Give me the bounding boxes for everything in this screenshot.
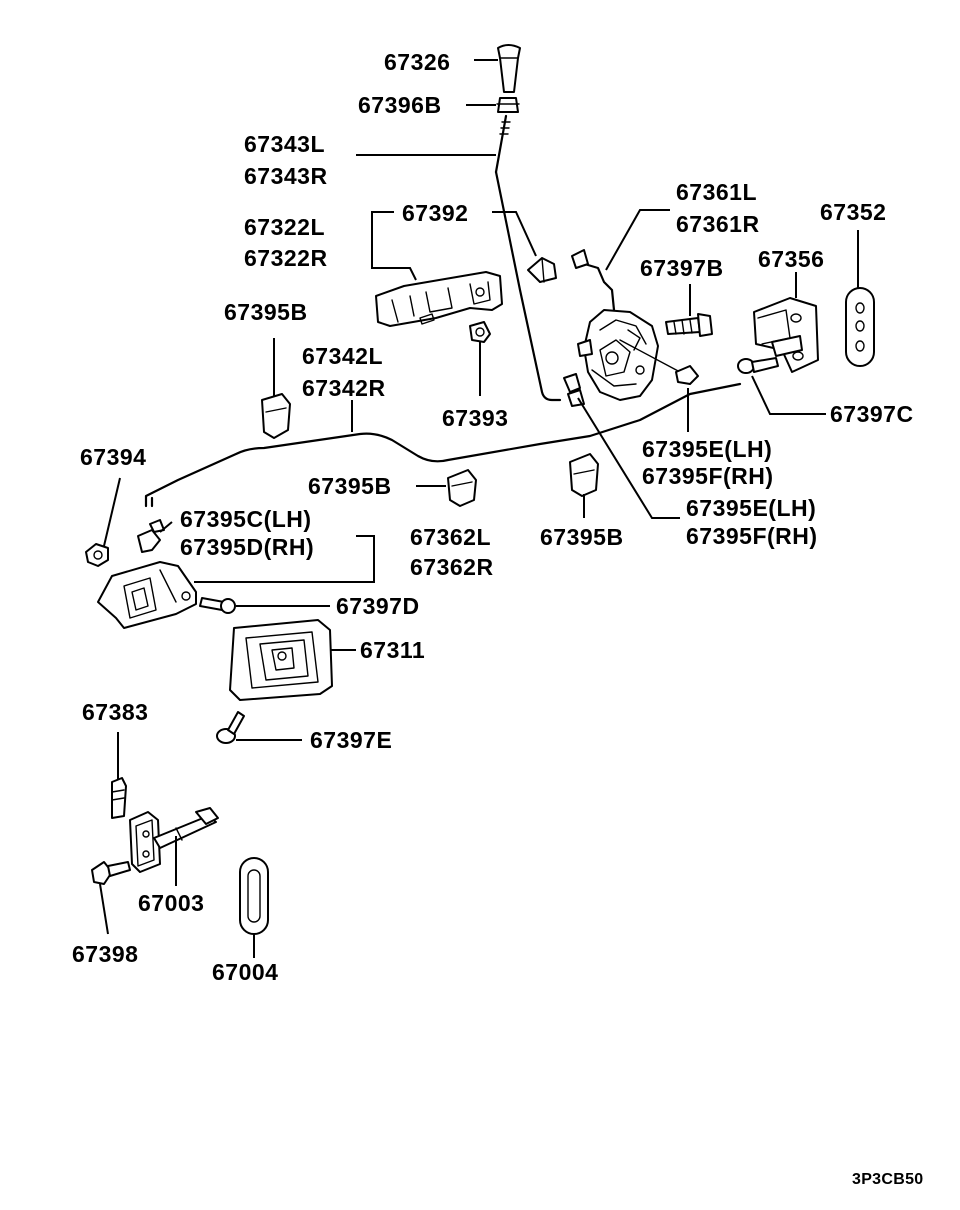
- part-67393-bushing: [469, 321, 491, 343]
- diagram-code: 3P3CB50: [852, 1171, 923, 1188]
- label-67395F-upper: 67395F(RH): [642, 463, 774, 489]
- label-67395C: 67395C(LH): [180, 506, 312, 532]
- label-67326: 67326: [384, 49, 450, 75]
- label-67361L: 67361L: [676, 179, 757, 205]
- part-67356-striker: [753, 297, 819, 373]
- part-67342-remote-rod: [144, 382, 742, 508]
- part-67383-pin: [111, 777, 127, 819]
- label-67397E: 67397E: [310, 727, 392, 753]
- label-67397C: 67397C: [830, 401, 914, 427]
- part-67322-outside-handle: [375, 271, 503, 327]
- part-67343-lock-rod: [494, 114, 562, 402]
- label-67352: 67352: [820, 199, 886, 225]
- part-67352-spacer: [845, 287, 875, 367]
- label-67004: 67004: [212, 959, 278, 985]
- part-67361-door-lock: [571, 249, 681, 401]
- part-67398-bolt: [91, 861, 131, 885]
- label-67362R: 67362R: [410, 554, 494, 580]
- part-67395B-clip-right: [569, 453, 599, 497]
- label-67395B-right: 67395B: [540, 524, 624, 550]
- label-67393: 67393: [442, 405, 508, 431]
- label-67361R: 67361R: [676, 211, 760, 237]
- label-67398: 67398: [72, 941, 138, 967]
- label-67362L: 67362L: [410, 524, 491, 550]
- label-67342L: 67342L: [302, 343, 383, 369]
- part-67397D-screw: [199, 597, 236, 614]
- label-67343R: 67343R: [244, 163, 328, 189]
- part-67003-door-checker: [129, 807, 219, 873]
- label-67343L: 67343L: [244, 131, 325, 157]
- label-67003: 67003: [138, 890, 204, 916]
- part-67394-grommet: [85, 543, 109, 567]
- part-67395B-clip-left: [261, 393, 291, 439]
- label-67395E-lower: 67395E(LH): [686, 495, 816, 521]
- label-67356: 67356: [758, 246, 824, 272]
- part-number-labels: 67326 67396B 67343L 67343R 67322L 67322R…: [72, 49, 923, 1188]
- label-67311: 67311: [360, 637, 425, 663]
- part-67395B-clip-middle: [447, 469, 477, 507]
- label-67395F-lower: 67395F(RH): [686, 523, 818, 549]
- label-67395E-upper: 67395E(LH): [642, 436, 772, 462]
- label-67397D: 67397D: [336, 593, 420, 619]
- leader-lines: [99, 59, 859, 958]
- label-67397B: 67397B: [640, 255, 724, 281]
- label-67322L: 67322L: [244, 214, 325, 240]
- label-67395D: 67395D(RH): [180, 534, 314, 560]
- part-67397E-screw: [216, 711, 245, 744]
- part-67397B-bolt: [665, 313, 713, 337]
- label-67395B-middle: 67395B: [308, 473, 392, 499]
- part-67004-seal: [239, 857, 269, 935]
- part-67396B-bushing: [496, 97, 520, 113]
- part-67362-inside-handle: [97, 561, 197, 629]
- label-67342R: 67342R: [302, 375, 386, 401]
- part-67392-clip: [527, 257, 557, 283]
- part-67395C-clip: [137, 519, 165, 553]
- part-67395E-clip-upper: [675, 365, 699, 385]
- label-67395B-left: 67395B: [224, 299, 308, 325]
- part-67311-bezel: [229, 619, 333, 701]
- label-67396B: 67396B: [358, 92, 442, 118]
- label-67383: 67383: [82, 699, 148, 725]
- label-67322R: 67322R: [244, 245, 328, 271]
- label-67394: 67394: [80, 444, 146, 470]
- label-67392: 67392: [402, 200, 468, 226]
- part-67326-knob: [497, 44, 521, 93]
- part-67397C-screw: [737, 357, 779, 374]
